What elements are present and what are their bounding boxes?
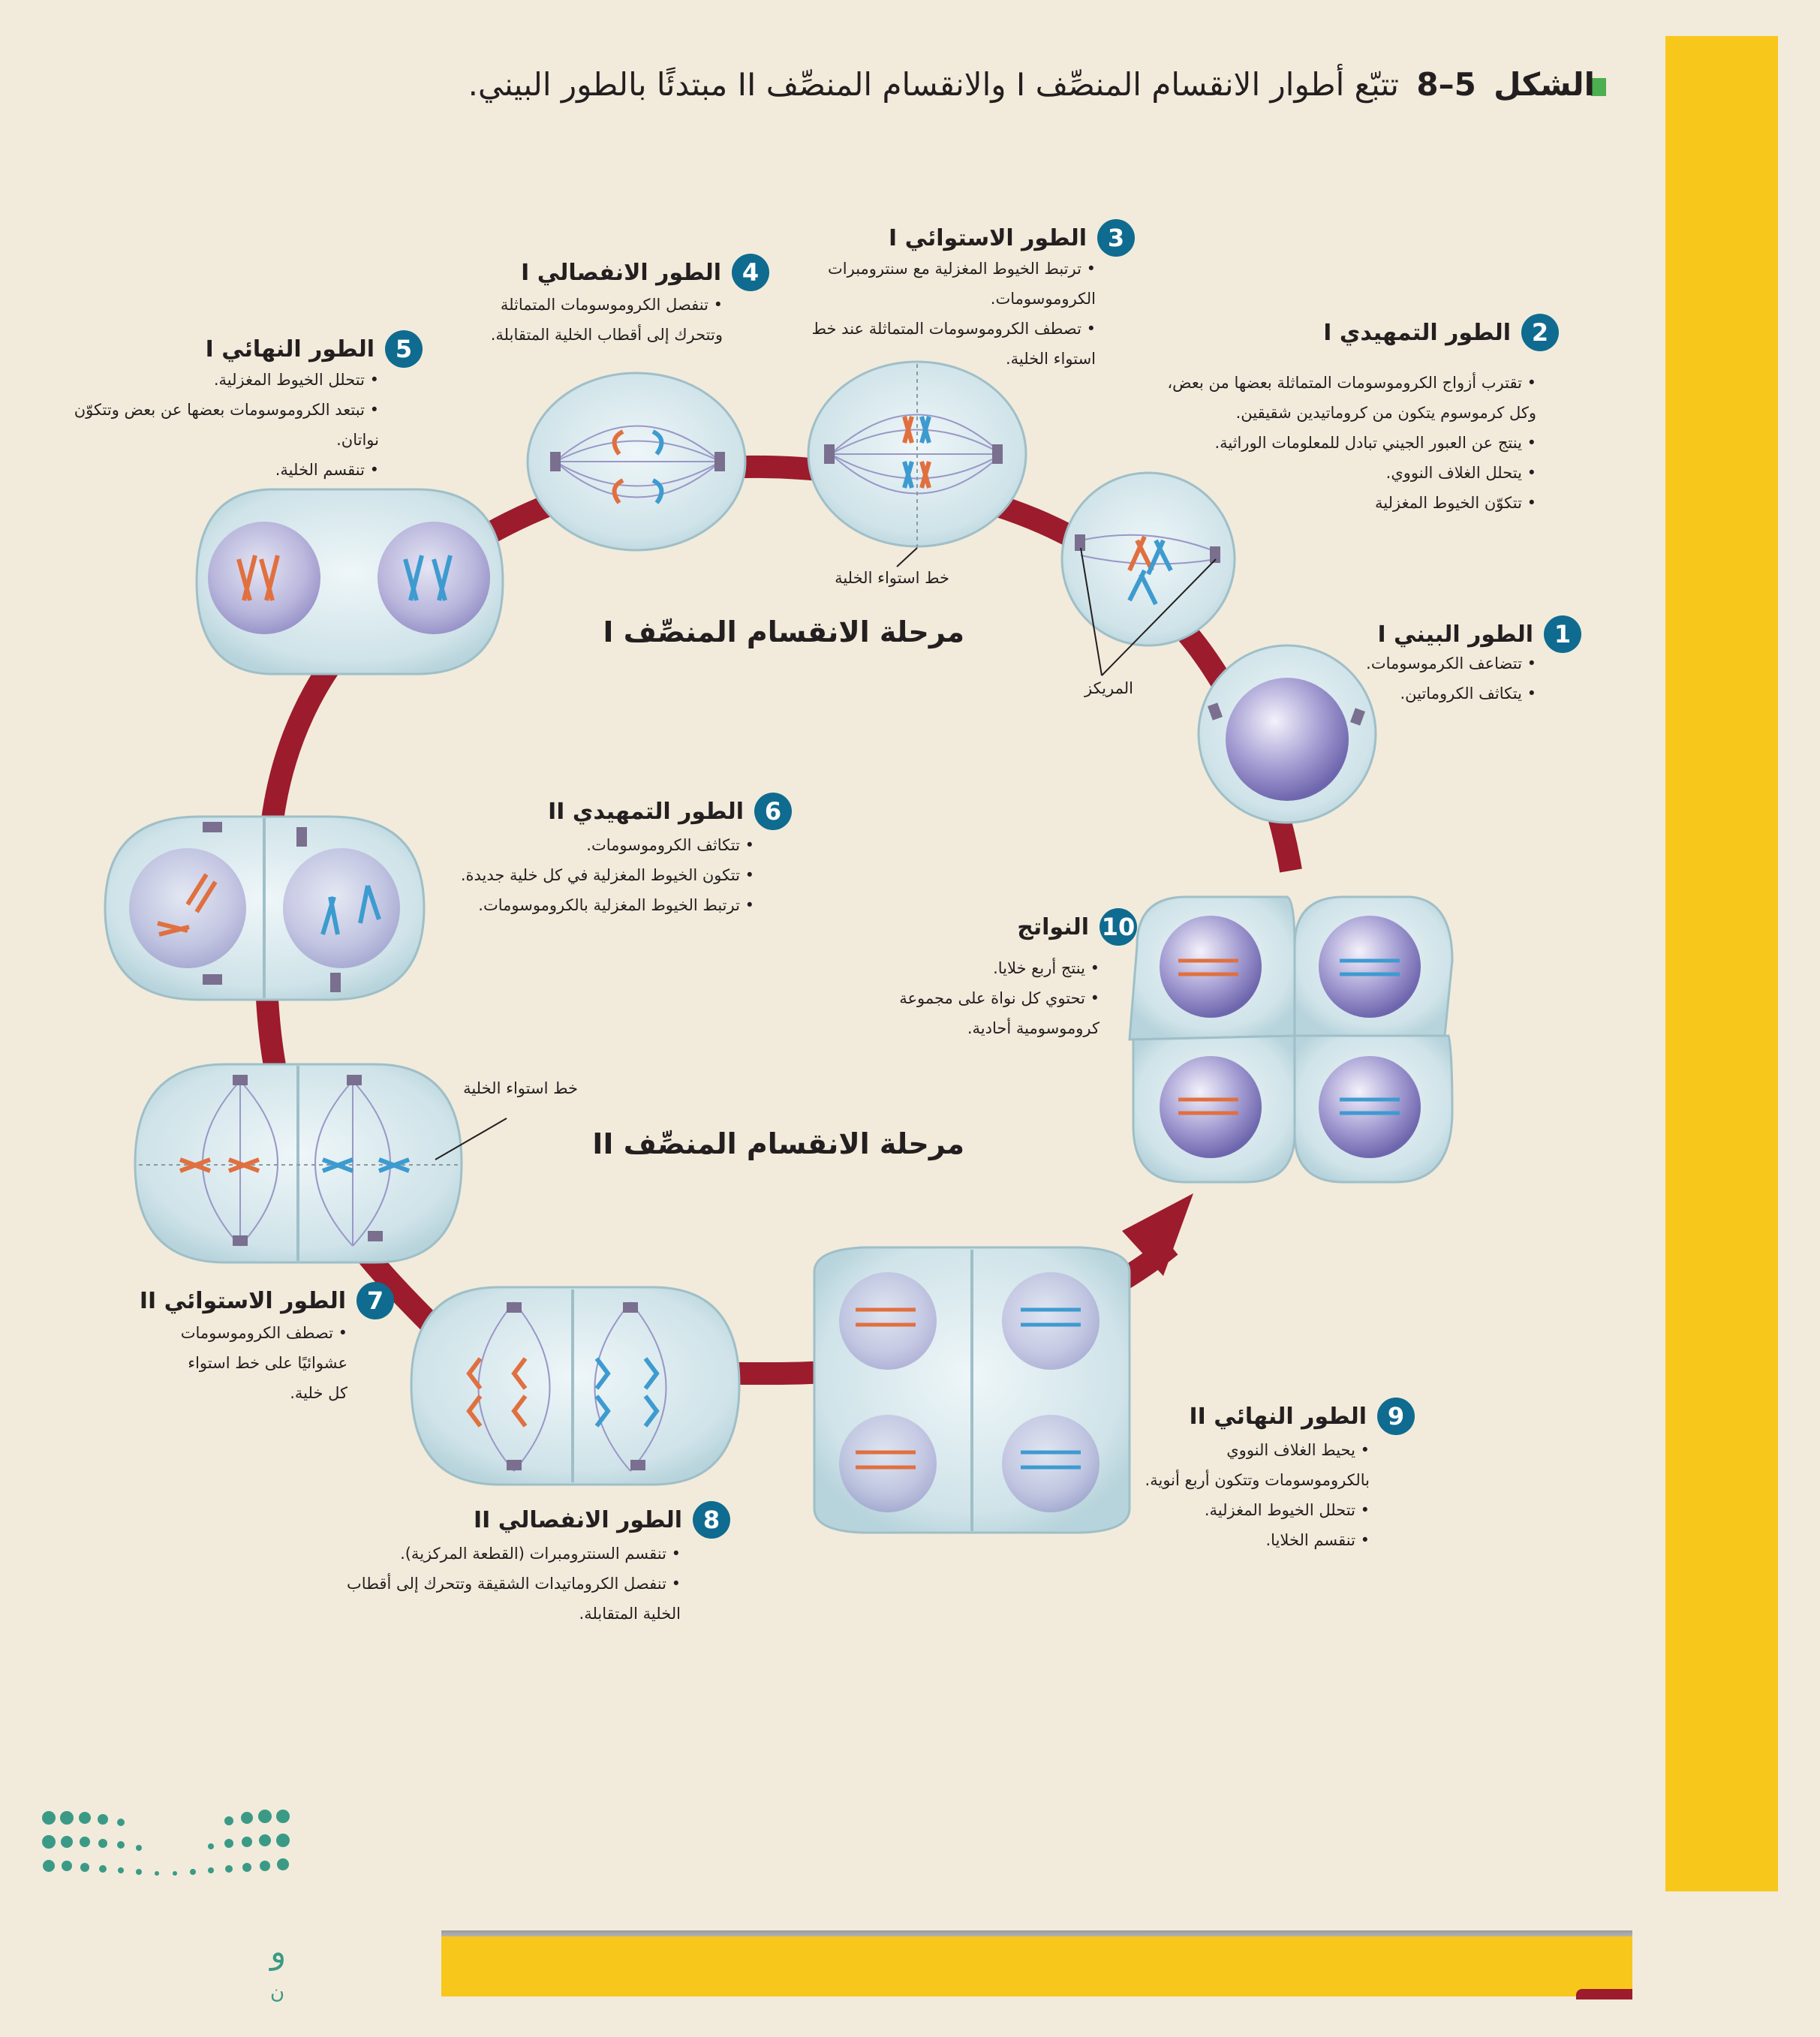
stage-10-title: النواتج: [1017, 913, 1089, 940]
phase-label-meiosis-1: مرحلة الانقسام المنصِّف I: [603, 615, 964, 648]
figure-number: 5–8: [1416, 66, 1476, 103]
stage-6-bullets: تتكاثف الكروموسومات. تتكون الخيوط المغزل…: [461, 830, 754, 920]
stage-3-title: الطور الاستوائي I: [889, 224, 1087, 251]
label-equator-1: خط استواء الخلية: [835, 569, 949, 587]
stage-7-badge: 7: [356, 1282, 394, 1319]
stage-10-bullets: ينتج أربع خلايا. تحتوي كل نواة على مجموع…: [899, 953, 1100, 1043]
stage-6-header: 6 الطور التمهيدي II: [548, 793, 792, 830]
cell-stage-8: [410, 1286, 741, 1486]
stage-10-header: 10 النواتج: [1017, 908, 1137, 946]
cell-stage-10: [1128, 895, 1454, 1184]
stage-7-bullets: تصطف الكروموسومات عشوائيًا على خط استواء…: [181, 1318, 347, 1408]
stage-8-bullets: تنقسم السنترومبرات (القطعة المركزية). تن…: [347, 1539, 681, 1629]
stage-10-badge: 10: [1100, 908, 1137, 946]
cell-stage-9: [813, 1246, 1131, 1534]
logo-subletter: ن: [270, 1981, 285, 2004]
cell-stage-6: [104, 815, 426, 1001]
stage-2-title: الطور التمهيدي I: [1323, 319, 1511, 346]
figure-bullet-icon: [1591, 78, 1606, 96]
stage-3-header: 3 الطور الاستوائي I: [889, 219, 1135, 257]
stage-5-bullets: تتحلل الخيوط المغزلية. تبتعد الكروموسوما…: [74, 365, 379, 485]
cell-stage-3: [807, 360, 1027, 567]
stage-9-title: الطور النهائي II: [1189, 1403, 1367, 1430]
stage-7-title: الطور الاستوائي II: [139, 1287, 346, 1314]
stage-5-title: الطور النهائي I: [205, 335, 375, 363]
cell-stage-4: [526, 372, 747, 552]
stage-9-header: 9 الطور النهائي II: [1189, 1398, 1415, 1435]
stage-8-title: الطور الانفصالي II: [474, 1506, 682, 1533]
cycle-arrow-head: [1122, 1193, 1193, 1276]
stage-4-header: 4 الطور الانفصالي I: [521, 254, 769, 291]
stage-4-title: الطور الانفصالي I: [521, 259, 721, 286]
page-margin-bar: [1665, 36, 1778, 1891]
cell-stage-7: [134, 1063, 507, 1264]
stage-2-badge: 2: [1521, 314, 1559, 351]
figure-caption: الشكل 5–8 تتبّع أطوار الانقسام المنصِّف …: [468, 66, 1595, 103]
stage-2-bullets: تقترب أزواج الكروموسومات المتماثلة بعضها…: [1167, 368, 1536, 518]
ministry-logo-icon: [42, 1810, 290, 1876]
stage-7-header: 7 الطور الاستوائي II: [140, 1282, 394, 1319]
stage-9-bullets: يحيط الغلاف النووي بالكروموسومات وتتكون …: [1145, 1435, 1370, 1555]
stage-9-badge: 9: [1377, 1398, 1415, 1435]
stage-6-badge: 6: [754, 793, 792, 830]
logo-letter: و: [270, 1933, 287, 1971]
stage-3-badge: 3: [1097, 219, 1135, 257]
cell-stage-1: [1197, 644, 1377, 824]
stage-1-badge: 1: [1544, 615, 1581, 653]
stage-6-title: الطور التمهيدي II: [548, 798, 744, 825]
footer-bar: [441, 1936, 1632, 1996]
stage-2-header: 2 الطور التمهيدي I: [1323, 314, 1559, 351]
figure-label: الشكل: [1494, 66, 1595, 103]
stage-3-bullets: ترتبط الخيوط المغزلية مع سنترومبرات الكر…: [812, 254, 1096, 374]
figure-caption-text: تتبّع أطوار الانقسام المنصِّف I والانقسا…: [468, 66, 1399, 103]
stage-1-header: 1 الطور البيني I: [1377, 615, 1581, 653]
stage-8-badge: 8: [693, 1501, 730, 1539]
stage-5-header: 5 الطور النهائي I: [206, 330, 423, 368]
stage-4-bullets: تنفصل الكروموسومات المتماثلة وتتحرك إلى …: [491, 290, 723, 350]
stage-1-bullets: تتضاعف الكرموسومات. يتكاثف الكروماتين.: [1366, 648, 1536, 709]
stage-4-badge: 4: [732, 254, 769, 291]
stage-1-title: الطور البيني I: [1377, 621, 1533, 648]
label-centriole: المريكز: [1084, 679, 1133, 697]
stage-5-badge: 5: [385, 330, 423, 368]
cell-stage-5: [195, 488, 504, 675]
footer-accent: [1576, 1989, 1632, 1999]
stage-8-header: 8 الطور الانفصالي II: [474, 1501, 730, 1539]
label-equator-2: خط استواء الخلية: [463, 1079, 578, 1097]
phase-label-meiosis-2: مرحلة الانقسام المنصِّف II: [592, 1127, 964, 1160]
